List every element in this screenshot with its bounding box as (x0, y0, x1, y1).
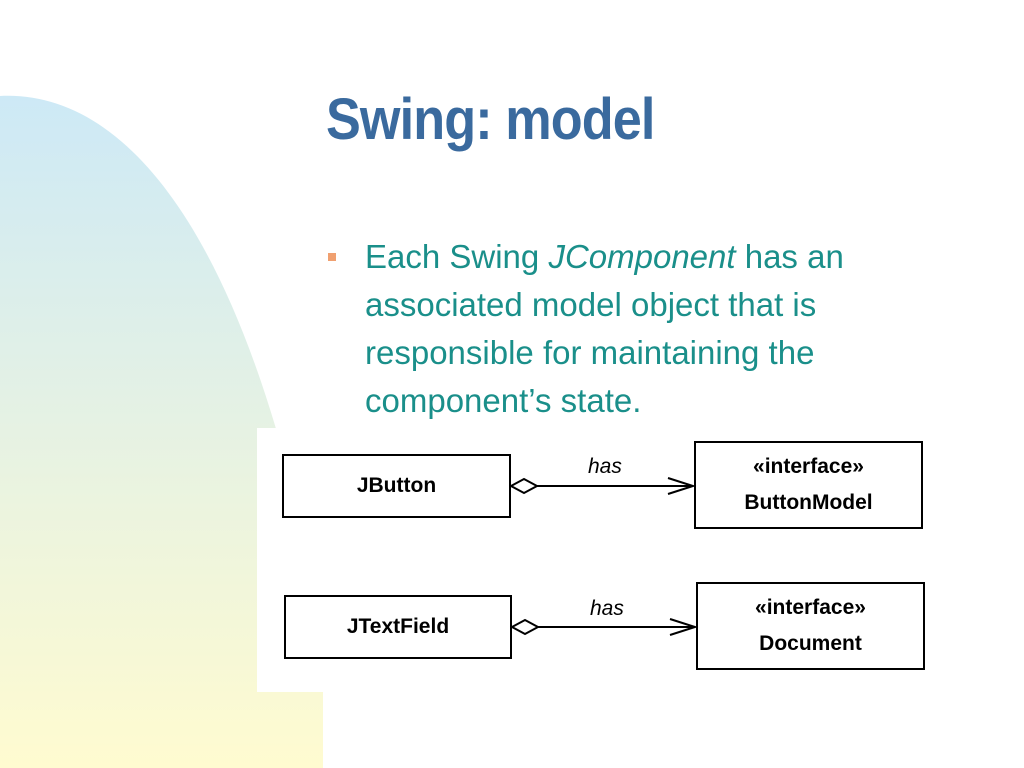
class-name: JButton (356, 474, 437, 497)
aggregation-diamond-icon (509, 618, 541, 636)
slide-title: Swing: model (326, 87, 655, 152)
association-label-has: has (588, 455, 622, 478)
class-name: JTextField (346, 615, 450, 638)
uml-class-jbutton: JButton (282, 454, 511, 518)
bullet-text: Each Swing JComponent has an associated … (365, 233, 975, 425)
uml-class-jtextfield: JTextField (284, 595, 512, 659)
background-arc-shape (0, 95, 323, 768)
uml-interface-document: «interface» Document (696, 582, 925, 670)
bullet-text-start: Each Swing (365, 238, 549, 275)
association-label-has: has (590, 597, 624, 620)
arrowhead-icon (667, 477, 697, 495)
interface-name: ButtonModel (744, 491, 873, 514)
bullet-text-end: has an associated model object that is r… (365, 238, 844, 419)
arrowhead-icon (669, 618, 699, 636)
bullet-marker (328, 253, 336, 261)
aggregation-diamond-icon (508, 477, 540, 495)
interface-name: Document (759, 632, 862, 655)
interface-stereotype: «interface» (753, 455, 864, 478)
interface-stereotype: «interface» (755, 596, 866, 619)
uml-interface-buttonmodel: «interface» ButtonModel (694, 441, 923, 529)
bullet-text-italic: JComponent (548, 238, 736, 275)
